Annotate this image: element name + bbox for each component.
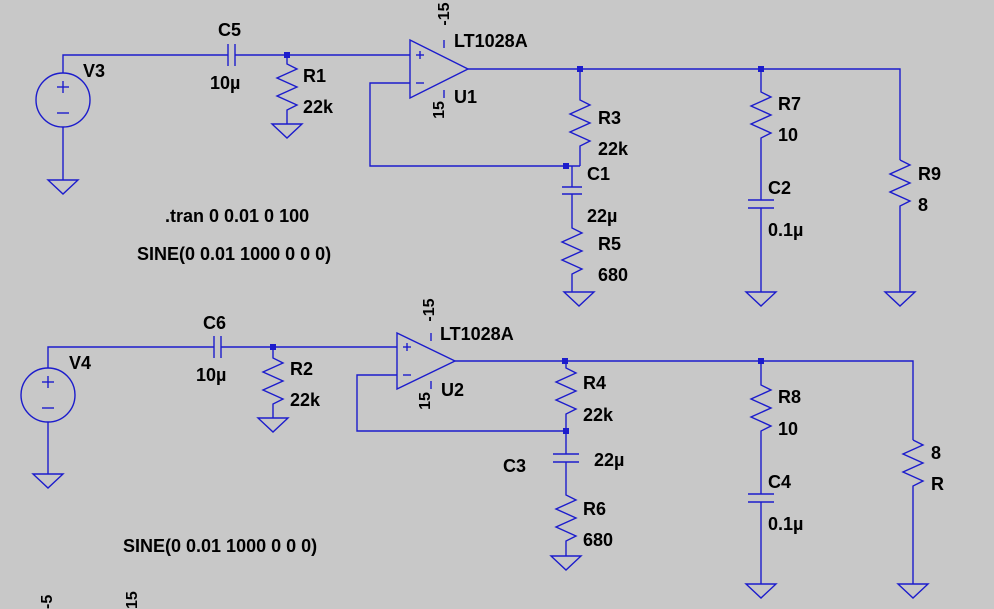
u2-vneg: -15 — [421, 298, 438, 321]
u1-label: U1 — [454, 87, 477, 107]
opamp-u1[interactable] — [409, 38, 470, 100]
c3-value: 22µ — [594, 450, 624, 470]
ground-symbol — [744, 583, 778, 599]
r2-value: 22k — [290, 390, 321, 410]
ground-symbol — [46, 179, 80, 195]
r8-value: 10 — [778, 419, 798, 439]
r1-value: 22k — [303, 97, 334, 117]
r5-value: 680 — [598, 265, 628, 285]
resistor-r1[interactable] — [275, 55, 299, 124]
r6-label: R6 — [583, 499, 606, 519]
partial-label-left: -5 — [39, 595, 56, 609]
resistor-r3[interactable] — [568, 69, 592, 166]
junction-dot — [563, 163, 569, 169]
opamp-u2[interactable] — [396, 331, 457, 391]
u2-label: U2 — [441, 380, 464, 400]
c6-label: C6 — [203, 313, 226, 333]
spice-directive[interactable]: .tran 0 0.01 0 100 — [165, 206, 309, 226]
ground-symbol — [744, 291, 778, 307]
u1-model: LT1028A — [454, 31, 528, 51]
u1-vpos: 15 — [431, 101, 448, 119]
load-r-value: 8 — [931, 443, 941, 463]
ground-symbol — [549, 555, 583, 571]
ground-symbol — [256, 417, 290, 433]
c4-label: C4 — [768, 472, 791, 492]
junction-dot — [562, 358, 568, 364]
capacitor-c4[interactable] — [748, 493, 774, 584]
c4-value: 0.1µ — [768, 514, 803, 534]
ground-symbol — [562, 291, 596, 307]
c5-value: 10µ — [210, 73, 240, 93]
r2-label: R2 — [290, 359, 313, 379]
voltage-source-v4[interactable] — [20, 367, 76, 423]
r9-value: 8 — [918, 195, 928, 215]
c1-label: C1 — [587, 164, 610, 184]
c6-value: 10µ — [196, 365, 226, 385]
u1-vneg: -15 — [436, 2, 453, 25]
circuit-2: V4 C6 10µ R2 22k -15 15 LT1028A U2 R4 22… — [20, 298, 944, 599]
resistor-r8[interactable] — [749, 361, 773, 494]
capacitor-c1[interactable] — [562, 166, 582, 220]
wire-v3-c5 — [62, 54, 228, 73]
resistor-r9[interactable] — [888, 159, 912, 292]
wire-feedback-2 — [356, 374, 566, 432]
wire-u1-output — [468, 68, 901, 160]
source-spec-1[interactable]: SINE(0 0.01 1000 0 0 0) — [137, 244, 331, 264]
r9-label: R9 — [918, 164, 941, 184]
resistor-r4[interactable] — [554, 361, 578, 454]
c5-label: C5 — [218, 20, 241, 40]
resistor-r6[interactable] — [554, 492, 578, 556]
r7-label: R7 — [778, 94, 801, 114]
r5-label: R5 — [598, 234, 621, 254]
resistor-r2[interactable] — [261, 347, 285, 418]
r3-value: 22k — [598, 139, 629, 159]
wire-v4-c6 — [47, 346, 214, 368]
v4-label: V4 — [69, 353, 91, 373]
r4-label: R4 — [583, 373, 606, 393]
source-spec-2[interactable]: SINE(0 0.01 1000 0 0 0) — [123, 536, 317, 556]
wire-feedback-1 — [369, 82, 580, 167]
partial-label-right: 15 — [124, 591, 141, 609]
ground-symbol — [896, 583, 930, 599]
c3-label: C3 — [503, 456, 526, 476]
r7-value: 10 — [778, 125, 798, 145]
resistor-r5[interactable] — [560, 220, 584, 292]
r6-value: 680 — [583, 530, 613, 550]
r4-value: 22k — [583, 405, 614, 425]
u2-vpos: 15 — [417, 392, 434, 410]
u2-model: LT1028A — [440, 324, 514, 344]
circuit-1: V3 C5 10µ R1 22k -15 15 LT1028A U1 R3 22… — [35, 2, 941, 307]
c1-value: 22µ — [587, 206, 617, 226]
voltage-source-v3[interactable] — [35, 72, 91, 128]
c2-label: C2 — [768, 178, 791, 198]
ground-symbol — [270, 123, 304, 139]
capacitor-c3[interactable] — [553, 453, 579, 492]
capacitor-c2[interactable] — [748, 199, 774, 292]
wire-u2-output — [455, 360, 914, 440]
ground-symbol — [883, 291, 917, 307]
resistor-r7[interactable] — [749, 69, 773, 200]
load-r-label: R — [931, 474, 944, 494]
capacitor-c5[interactable] — [227, 44, 236, 66]
capacitor-c6[interactable] — [213, 336, 222, 358]
c2-value: 0.1µ — [768, 220, 803, 240]
r8-label: R8 — [778, 387, 801, 407]
resistor-load-r[interactable] — [901, 439, 925, 584]
r1-label: R1 — [303, 66, 326, 86]
ground-symbol — [31, 473, 65, 489]
r3-label: R3 — [598, 108, 621, 128]
v3-label: V3 — [83, 61, 105, 81]
